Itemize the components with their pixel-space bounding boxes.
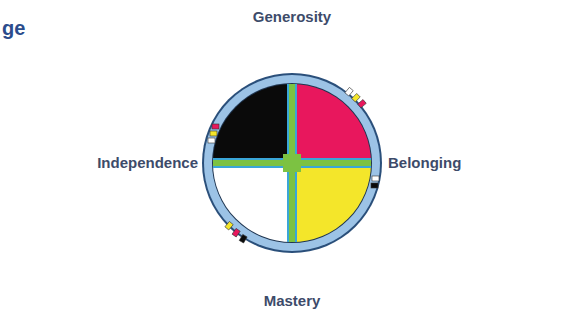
heading-fragment: ge: [2, 16, 25, 40]
black-quadrant: [213, 84, 292, 163]
direction-label: Generosity: [253, 8, 331, 26]
direction-label: Mastery: [264, 292, 321, 310]
wheel-inner-outline: [212, 83, 372, 243]
cross-center: [283, 154, 301, 172]
wheel-outline: [202, 73, 382, 253]
direction-label: Independence: [97, 154, 198, 172]
beads: [208, 87, 379, 243]
white-quadrant: [213, 163, 292, 242]
yellow-quadrant: [292, 163, 371, 242]
wheel-ring: [204, 75, 380, 251]
red-quadrant: [292, 84, 371, 163]
direction-label: Belonging: [388, 154, 461, 172]
